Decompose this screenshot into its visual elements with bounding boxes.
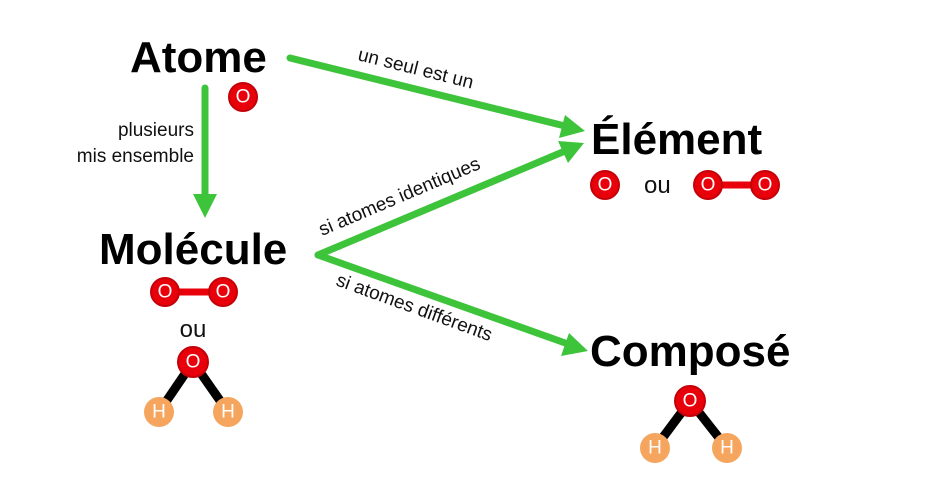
oxygen-atom-icon: O <box>228 82 258 112</box>
arrow-atome-element <box>286 54 585 138</box>
svg-text:H: H <box>221 402 235 423</box>
svg-text:O: O <box>158 282 173 303</box>
svg-text:O: O <box>598 175 613 196</box>
svg-text:H: H <box>648 438 662 459</box>
arrow-molecule-element <box>314 141 584 259</box>
svg-text:O: O <box>186 352 201 373</box>
node-element: Élément <box>591 114 763 164</box>
label-mis-ensemble: mis ensemble <box>77 146 194 167</box>
svg-text:H: H <box>720 438 734 459</box>
arrow-atome-molecule <box>193 84 217 218</box>
arrow-molecule-compose <box>314 251 588 356</box>
svg-text:O: O <box>701 175 716 196</box>
svg-text:O: O <box>683 391 698 412</box>
node-compose: Composé <box>590 327 790 376</box>
water-molecule-icon: O H H <box>144 346 243 427</box>
svg-text:H: H <box>152 402 166 423</box>
node-molecule: Molécule <box>99 225 287 274</box>
node-atome: Atome <box>130 33 267 82</box>
ou-text: ou <box>644 172 671 199</box>
oxygen-atom-icon: O <box>590 170 620 200</box>
svg-text:O: O <box>236 87 251 108</box>
ou-text: ou <box>180 316 207 343</box>
water-molecule-icon: O H H <box>640 385 742 463</box>
svg-text:O: O <box>216 282 231 303</box>
dioxygen-molecule-icon: O O <box>693 170 780 200</box>
dioxygen-molecule-icon: O O <box>150 277 238 307</box>
label-plusieurs: plusieurs <box>118 120 194 141</box>
svg-text:O: O <box>758 175 773 196</box>
